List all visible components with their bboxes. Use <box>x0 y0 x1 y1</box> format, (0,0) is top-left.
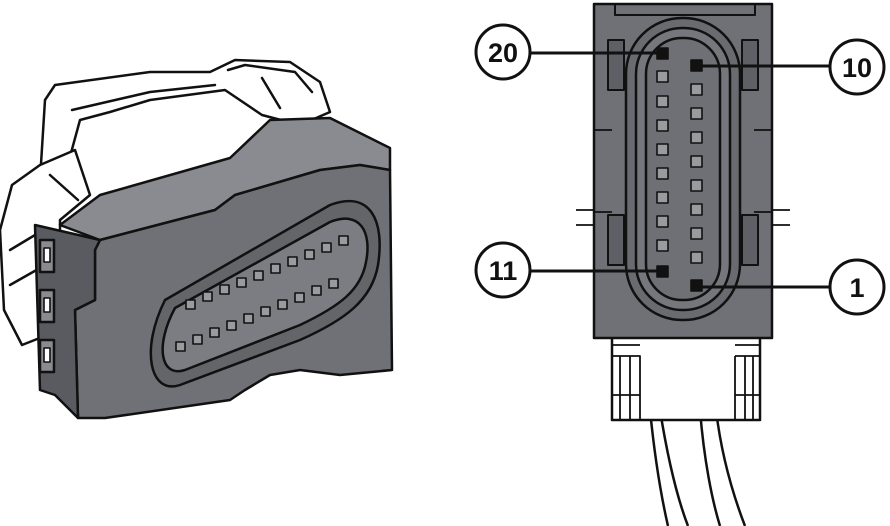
pin-column-left <box>656 47 669 278</box>
callout-pin-1: 1 <box>697 258 886 316</box>
callout-pin-20: 20 <box>474 23 662 81</box>
callout-label-1: 1 <box>849 273 864 303</box>
cable-right <box>698 409 747 526</box>
pin-row-bottom <box>175 278 339 352</box>
side-clip-slots <box>43 247 51 363</box>
cable-left <box>648 409 690 526</box>
pin-row-top <box>185 235 349 310</box>
callout-label-10: 10 <box>842 53 872 83</box>
callout-pin-11: 11 <box>474 241 662 299</box>
connector-face-view <box>576 2 790 526</box>
housing-top-lip <box>614 4 756 16</box>
connector-perspective-view <box>0 58 394 420</box>
rear-latch-inner <box>70 63 314 112</box>
strain-relief-detail <box>612 344 760 420</box>
callout-label-11: 11 <box>489 256 518 286</box>
pin-column-right <box>690 59 703 292</box>
callout-pin-10: 10 <box>697 38 886 96</box>
housing-side-ridges <box>576 129 790 226</box>
callout-label-20: 20 <box>488 38 518 68</box>
